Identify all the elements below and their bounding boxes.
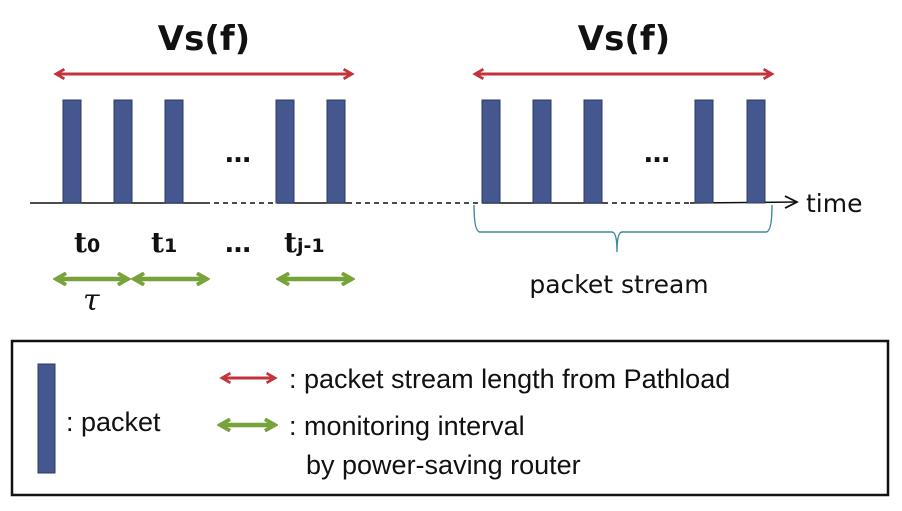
legend-box bbox=[10, 339, 890, 497]
packet bbox=[62, 99, 82, 204]
tau-label: τ bbox=[83, 283, 100, 318]
stream-1-title: Vs(f) bbox=[158, 19, 250, 59]
time-axis-label: time bbox=[806, 189, 862, 218]
packet bbox=[694, 99, 714, 204]
stream-2-gap-marker: … bbox=[644, 139, 670, 169]
interval-label-gap: … bbox=[225, 229, 251, 259]
legend-packet-label: : packet bbox=[66, 407, 161, 437]
interval-label-t1: t1 bbox=[151, 226, 177, 259]
legend-stream-length-label: : packet stream length from Pathload bbox=[289, 364, 730, 394]
packet bbox=[113, 99, 133, 204]
legend: : packet : packet stream length from Pat… bbox=[10, 339, 890, 497]
packet bbox=[583, 99, 603, 204]
legend-monitoring-label-line1: : monitoring interval bbox=[289, 411, 525, 441]
legend-packet-swatch bbox=[37, 363, 56, 474]
packet bbox=[532, 99, 552, 204]
packet bbox=[275, 99, 295, 204]
packet bbox=[326, 99, 346, 204]
packet bbox=[164, 99, 184, 204]
stream-1-gap-marker: … bbox=[225, 139, 251, 169]
packet bbox=[746, 99, 766, 204]
legend-monitoring-label-line2: by power-saving router bbox=[306, 450, 581, 480]
stream-1-packets bbox=[62, 99, 346, 204]
packet bbox=[481, 99, 501, 204]
stream-2-packets bbox=[481, 99, 766, 204]
packet-stream-label: packet stream bbox=[529, 270, 708, 299]
interval-label-tj-1: tj-1 bbox=[284, 226, 325, 259]
interval-label-t0: t0 bbox=[74, 226, 100, 259]
packet-stream-brace bbox=[473, 204, 773, 253]
stream-2-title: Vs(f) bbox=[578, 19, 670, 59]
